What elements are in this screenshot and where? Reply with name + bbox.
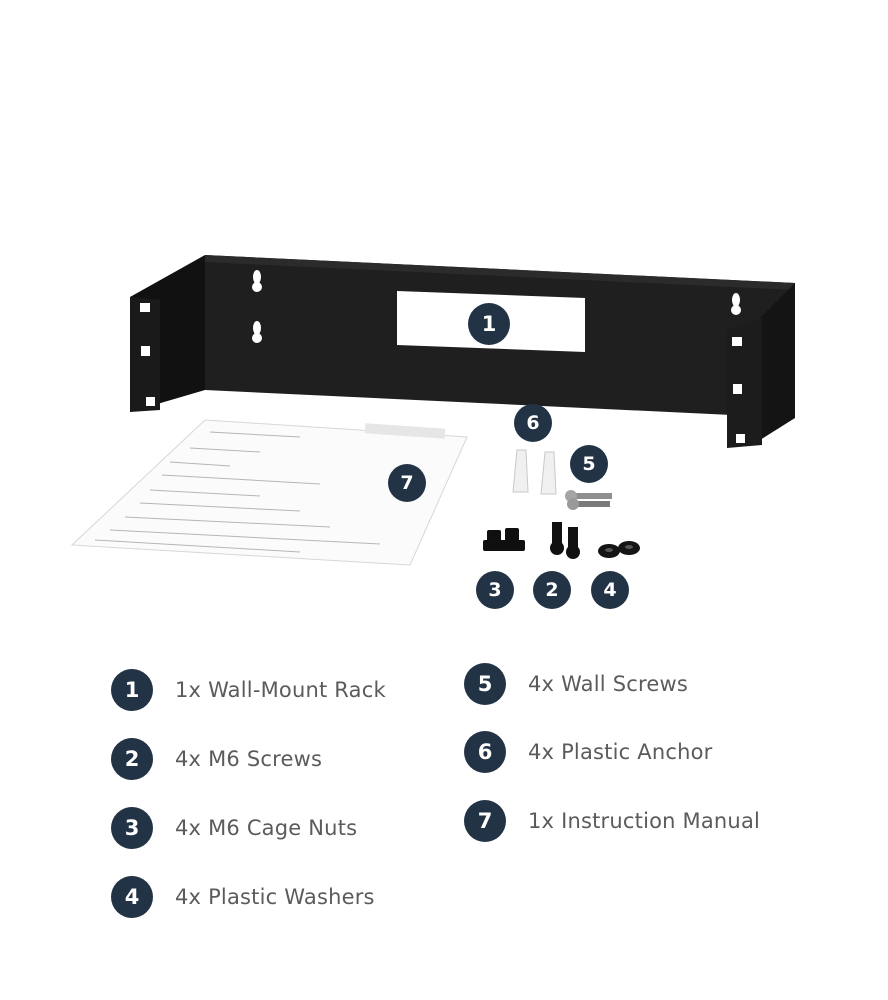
wall-screws <box>565 490 612 510</box>
legend-item: 5 4x Wall Screws <box>464 663 688 705</box>
callout-badge-3: 3 <box>476 571 514 609</box>
callout-badge-2: 2 <box>533 571 571 609</box>
legend-number-badge: 6 <box>464 731 506 773</box>
legend-item: 7 1x Instruction Manual <box>464 800 760 842</box>
wall-mount-rack <box>130 255 795 448</box>
legend-label: 4x Wall Screws <box>528 672 688 696</box>
m6-screws <box>550 522 580 559</box>
legend-label: 4x Plastic Washers <box>175 885 375 909</box>
legend-label: 4x Plastic Anchor <box>528 740 713 764</box>
legend-number-badge: 2 <box>111 738 153 780</box>
instruction-manual-sheet <box>70 419 468 566</box>
legend-item: 6 4x Plastic Anchor <box>464 731 712 773</box>
callout-badge-6: 6 <box>514 404 552 442</box>
plastic-washers <box>598 541 640 558</box>
legend-label: 4x M6 Screws <box>175 747 323 771</box>
legend-number-badge: 7 <box>464 800 506 842</box>
legend-item: 4 4x Plastic Washers <box>111 876 375 918</box>
plastic-anchors <box>512 449 557 495</box>
legend-number-badge: 1 <box>111 669 153 711</box>
callout-badge-4: 4 <box>591 571 629 609</box>
legend-label: 1x Instruction Manual <box>528 809 761 833</box>
callout-badge-7: 7 <box>388 464 426 502</box>
legend-label: 4x M6 Cage Nuts <box>175 816 358 840</box>
cage-nuts <box>483 528 525 551</box>
callout-badge-1: 1 <box>468 303 510 345</box>
legend-number-badge: 3 <box>111 807 153 849</box>
callout-badge-5: 5 <box>570 445 608 483</box>
legend-label: 1x Wall-Mount Rack <box>175 678 386 702</box>
legend-number-badge: 4 <box>111 876 153 918</box>
legend-number-badge: 5 <box>464 663 506 705</box>
legend-item: 3 4x M6 Cage Nuts <box>111 807 357 849</box>
legend-item: 2 4x M6 Screws <box>111 738 322 780</box>
legend-item: 1 1x Wall-Mount Rack <box>111 669 386 711</box>
